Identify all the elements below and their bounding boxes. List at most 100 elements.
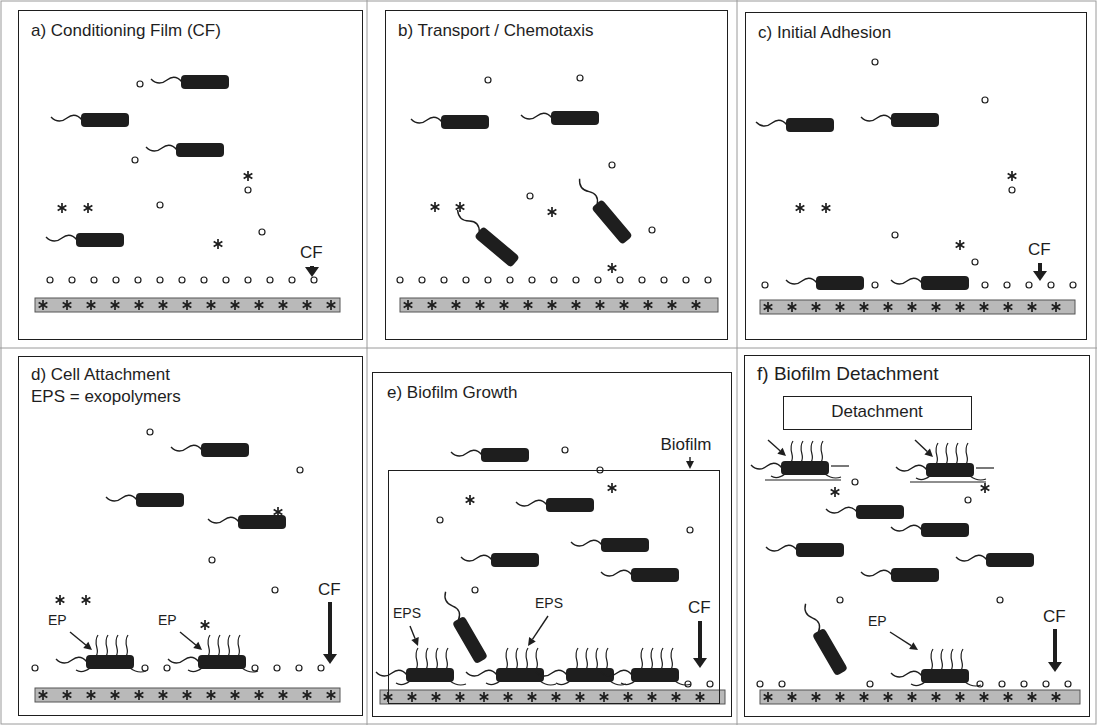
exopolymer-strand bbox=[911, 682, 925, 686]
particle-circle bbox=[147, 429, 153, 435]
asterisk-stroke bbox=[1008, 174, 1017, 179]
cell-body bbox=[238, 515, 286, 529]
flagellum bbox=[576, 178, 601, 206]
asterisk-stroke bbox=[456, 695, 465, 700]
particle-circle bbox=[1048, 282, 1054, 288]
arrow-head bbox=[1033, 271, 1047, 281]
arrow-shaft bbox=[410, 626, 415, 639]
asterisk-stroke bbox=[552, 695, 561, 700]
bacterium-cell bbox=[451, 207, 520, 268]
asterisk-stroke bbox=[39, 303, 48, 308]
detached-strand bbox=[831, 465, 849, 466]
asterisk-stroke bbox=[39, 303, 48, 308]
exopolymer-strand bbox=[208, 635, 210, 656]
asterisk-symbol bbox=[524, 300, 533, 310]
flagellum bbox=[861, 570, 892, 576]
arrow-shaft bbox=[698, 621, 702, 659]
asterisk-stroke bbox=[860, 305, 869, 310]
particle-circle bbox=[157, 277, 163, 283]
asterisk-symbol bbox=[84, 203, 93, 213]
asterisk-stroke bbox=[822, 206, 831, 211]
asterisk-stroke bbox=[87, 693, 96, 698]
particle-circle bbox=[965, 497, 971, 503]
particle-circle bbox=[472, 587, 478, 593]
particle-circle bbox=[1009, 187, 1015, 193]
particle-circle bbox=[259, 229, 265, 235]
asterisk-symbol bbox=[135, 300, 144, 310]
asterisk-stroke bbox=[111, 693, 120, 698]
asterisk-stroke bbox=[908, 305, 917, 310]
exopolymer-strand bbox=[965, 682, 981, 686]
particle-circle bbox=[982, 282, 988, 288]
asterisk-stroke bbox=[596, 303, 605, 308]
particle-circle bbox=[289, 277, 295, 283]
exopolymer-strand bbox=[651, 648, 653, 669]
pointer-arrows bbox=[70, 263, 1062, 672]
asterisk-stroke bbox=[668, 303, 677, 308]
panel-heading: e) Biofilm Growth bbox=[387, 383, 517, 403]
asterisk-stroke bbox=[548, 210, 557, 215]
cell-body bbox=[496, 668, 544, 682]
asterisk-symbol bbox=[1004, 302, 1013, 312]
cell-body bbox=[491, 553, 539, 567]
bacterium-cell bbox=[891, 276, 969, 290]
asterisk-symbol bbox=[572, 300, 581, 310]
asterisk-stroke bbox=[111, 303, 120, 308]
particle-circle bbox=[529, 277, 535, 283]
asterisk-stroke bbox=[504, 695, 513, 700]
cell-body bbox=[986, 553, 1034, 567]
callout-label: EP bbox=[48, 612, 67, 629]
asterisk-stroke bbox=[764, 305, 773, 310]
asterisk-stroke bbox=[408, 695, 417, 700]
asterisk-stroke bbox=[548, 303, 557, 308]
exopolymer-strand bbox=[606, 648, 608, 669]
cell-body bbox=[81, 113, 129, 127]
asterisk-symbol bbox=[822, 203, 831, 213]
grid-line bbox=[367, 0, 368, 725]
particle-circle bbox=[852, 479, 858, 485]
exopolymer-strand bbox=[941, 649, 943, 670]
particle-circle bbox=[318, 665, 324, 671]
exopolymer-strand bbox=[126, 635, 128, 656]
asterisk-stroke bbox=[327, 693, 336, 698]
particle-circle bbox=[201, 277, 207, 283]
asterisk-stroke bbox=[812, 695, 821, 700]
exopolymer-strand bbox=[825, 474, 841, 478]
bacterium-cell bbox=[861, 113, 939, 127]
arrow-shaft bbox=[328, 602, 332, 655]
asterisk-stroke bbox=[255, 303, 264, 308]
asterisk-stroke bbox=[327, 303, 336, 308]
asterisk-stroke bbox=[860, 695, 869, 700]
asterisk-symbol bbox=[404, 300, 413, 310]
particle-circle bbox=[837, 597, 843, 603]
biofilm-region: Biofilm bbox=[388, 470, 720, 704]
particle-circle bbox=[595, 277, 601, 283]
asterisk-stroke bbox=[82, 598, 91, 603]
particle-circle bbox=[757, 681, 763, 687]
pointer-arrow bbox=[693, 621, 707, 668]
bacterium-cell bbox=[51, 113, 129, 127]
particle-circle bbox=[296, 665, 302, 671]
exopolymer-strand bbox=[576, 648, 578, 669]
asterisk-symbol bbox=[303, 690, 312, 700]
asterisk-stroke bbox=[831, 490, 840, 495]
exopolymer-strand bbox=[556, 681, 570, 685]
region-label: Biofilm bbox=[661, 435, 712, 455]
bacterium-cell bbox=[786, 276, 864, 290]
asterisk-symbol bbox=[428, 300, 437, 310]
asterisk-stroke bbox=[231, 693, 240, 698]
bacterium-cell bbox=[766, 543, 844, 557]
particle-circle bbox=[661, 277, 667, 283]
arrow-shaft bbox=[768, 440, 780, 451]
asterisk-symbol bbox=[63, 300, 72, 310]
asterisk-stroke bbox=[822, 206, 831, 211]
asterisk-symbol bbox=[56, 595, 65, 605]
asterisk-stroke bbox=[431, 205, 440, 210]
asterisk-stroke bbox=[231, 303, 240, 308]
asterisk-symbol bbox=[764, 302, 773, 312]
asterisk-symbol bbox=[231, 690, 240, 700]
exopolymer-strand bbox=[536, 648, 538, 669]
substratum-bar bbox=[760, 690, 1080, 704]
leader-arrow bbox=[180, 632, 202, 650]
asterisk-stroke bbox=[668, 303, 677, 308]
